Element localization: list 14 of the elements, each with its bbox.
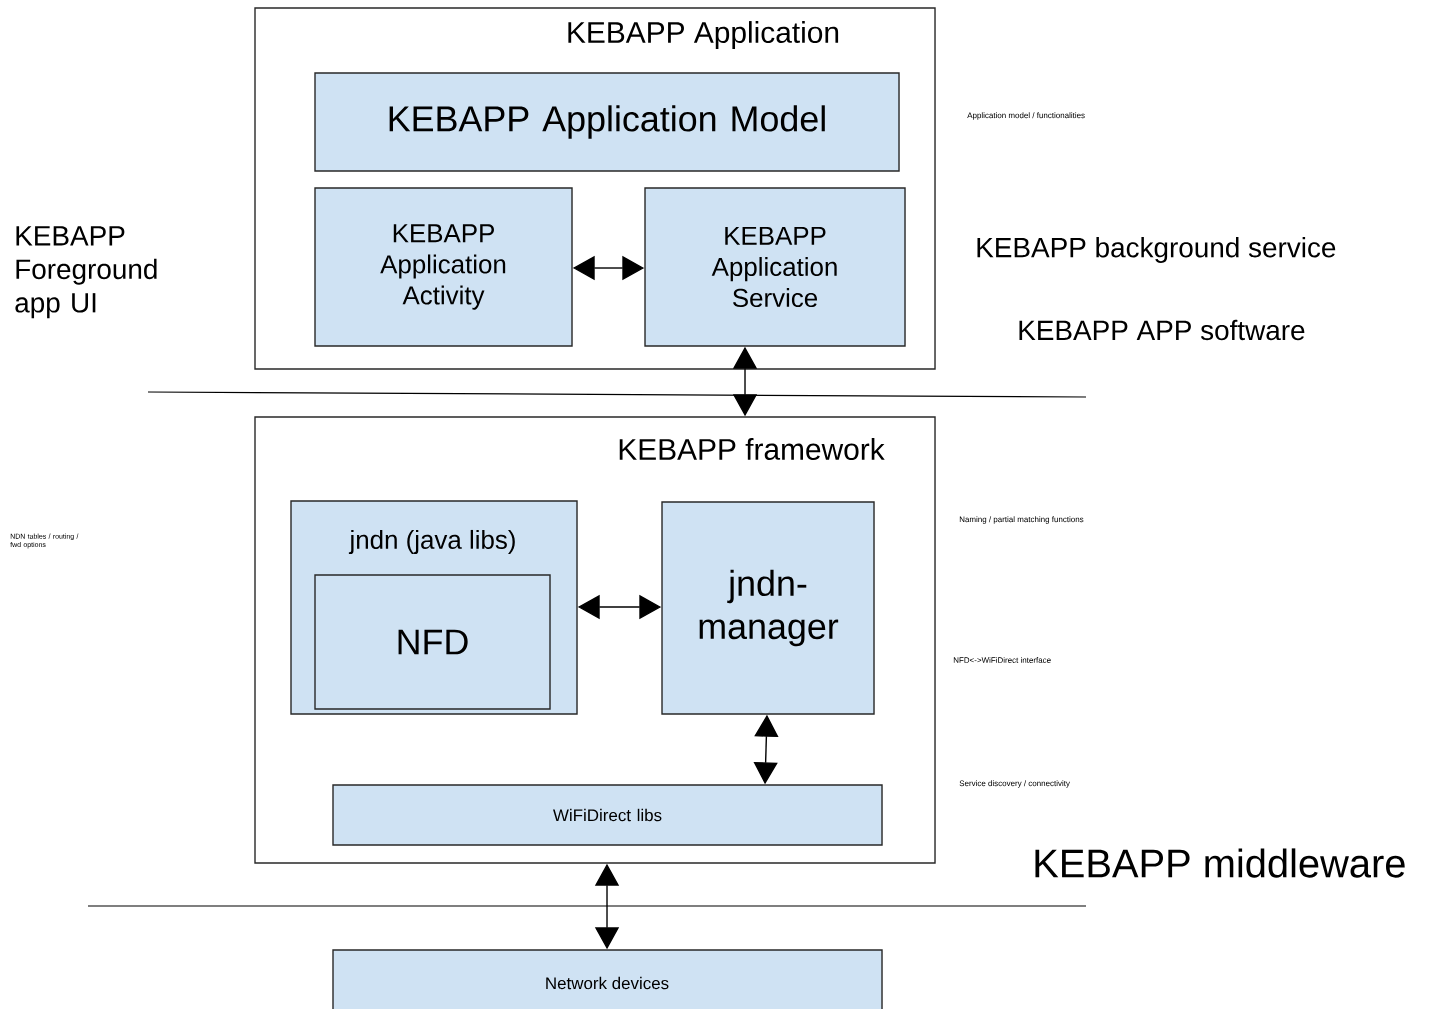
box-heading: jndn (java libs) (348, 529, 515, 555)
layer-label: KEBAPP background service (977, 237, 1336, 263)
block-box: KEBAPP Application Model (314, 72, 900, 172)
block-box: KEBAPP Application Service (644, 187, 906, 347)
box-heading: KEBAPP Application (568, 21, 839, 49)
box-heading: Network devices (546, 976, 669, 990)
box-heading: KEBAPP framework (619, 438, 885, 460)
block-box: jndn-manager (661, 501, 875, 715)
layer-label: KEBAPP middleware (1035, 848, 1405, 878)
layer-label: KEBAPP APP software (1019, 319, 1305, 341)
layer-label: KEBAPP Foreground app UI (15, 226, 157, 319)
block-box: NFD (314, 574, 551, 710)
block-box: KEBAPP Application Activity (314, 187, 573, 347)
block-box: WiFiDirect libs (332, 784, 883, 846)
